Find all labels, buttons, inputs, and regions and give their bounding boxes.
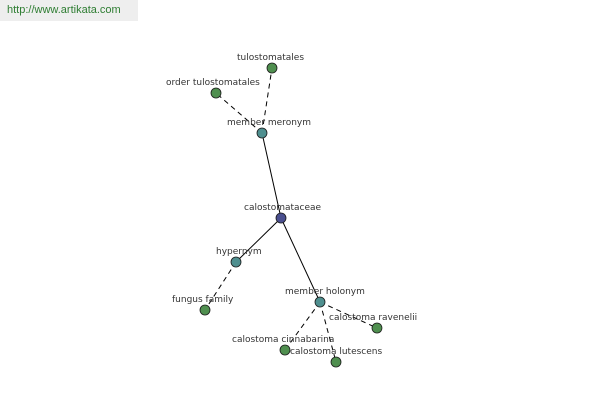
label-hypernym[interactable]: hypernym xyxy=(216,247,262,257)
node-calostoma-cinnabarina[interactable] xyxy=(279,344,291,356)
label-order-tulostomatales[interactable]: order tulostomatales xyxy=(166,78,260,88)
label-fungus-family[interactable]: fungus family xyxy=(172,295,234,305)
label-tulostomatales[interactable]: tulostomatales xyxy=(237,53,304,63)
edge-member-meronym-to-order-tulostomatales xyxy=(215,92,263,134)
label-member-holonym[interactable]: member holonym xyxy=(285,287,365,297)
label-calostoma-lutescens[interactable]: calostoma lutescens xyxy=(290,347,382,357)
label-calostoma-ravenelii[interactable]: calostoma ravenelii xyxy=(329,313,417,323)
label-calostomataceae[interactable]: calostomataceae xyxy=(244,203,322,213)
nodes-layer xyxy=(199,62,383,368)
edges-layer xyxy=(204,67,378,363)
node-hypernym[interactable] xyxy=(230,256,242,268)
edge-calostomataceae-to-member-holonym xyxy=(280,217,321,303)
node-calostomataceae[interactable] xyxy=(275,212,287,224)
node-calostoma-ravenelii[interactable] xyxy=(371,322,383,334)
edge-calostomataceae-to-hypernym xyxy=(235,217,282,263)
edge-member-holonym-to-calostoma-lutescens xyxy=(319,301,337,363)
node-order-tulostomatales[interactable] xyxy=(210,87,222,99)
edge-hypernym-to-fungus-family xyxy=(204,261,237,311)
labels-layer: calostomataceae member meronym hypernym mem… xyxy=(166,53,417,357)
node-member-holonym[interactable] xyxy=(314,296,326,308)
edge-calostomataceae-to-member-meronym xyxy=(261,132,282,219)
node-calostoma-lutescens[interactable] xyxy=(330,356,342,368)
label-calostoma-cinnabarina[interactable]: calostoma cinnabarina xyxy=(232,335,334,345)
edge-member-meronym-to-tulostomatales xyxy=(261,67,273,134)
site-url[interactable]: http://www.artikata.com xyxy=(0,0,138,21)
edge-member-holonym-to-calostoma-cinnabarina xyxy=(284,301,321,351)
node-member-meronym[interactable] xyxy=(256,127,268,139)
edge-member-holonym-to-calostoma-ravenelii xyxy=(319,301,378,329)
node-tulostomatales[interactable] xyxy=(266,62,278,74)
label-member-meronym[interactable]: member meronym xyxy=(227,118,311,128)
node-fungus-family[interactable] xyxy=(199,304,211,316)
